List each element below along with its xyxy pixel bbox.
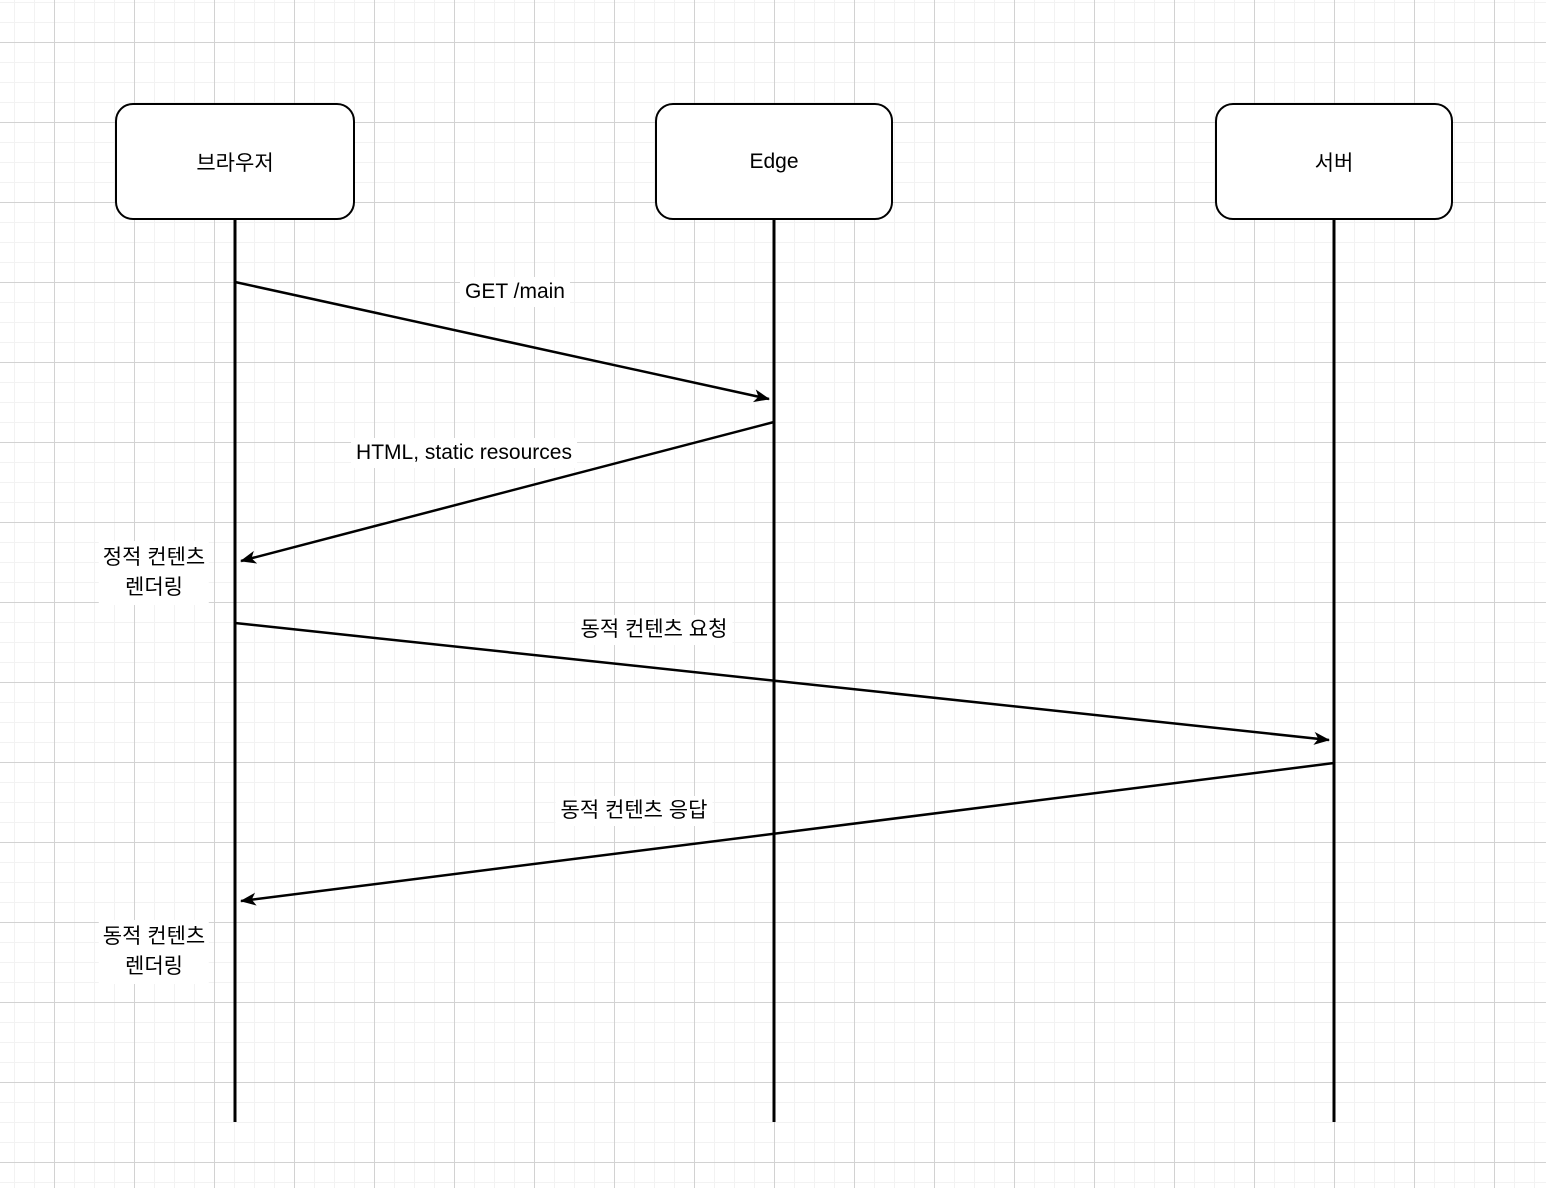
message-arrow-dynamic-response[interactable] [240, 761, 1335, 906]
message-label-get-main[interactable]: GET /main [460, 277, 570, 307]
actor-label-browser: 브라우저 [196, 151, 274, 175]
message-label-dynamic-request[interactable]: 동적 컨텐츠 요청 [575, 615, 733, 645]
message-label-html-static-resources[interactable]: HTML, static resources [351, 438, 577, 468]
actor-box-edge[interactable]: Edge [655, 103, 893, 220]
note-dynamic-content-rendering[interactable]: 동적 컨텐츠 렌더링 [98, 920, 210, 984]
note-line: 렌더링 [125, 576, 183, 599]
note-line: 동적 컨텐츠 [102, 925, 206, 948]
note-static-content-rendering[interactable]: 정적 컨텐츠 렌더링 [98, 541, 210, 605]
message-arrow-dynamic-request[interactable] [234, 621, 1330, 745]
note-line: 정적 컨텐츠 [102, 546, 206, 569]
actor-box-browser[interactable]: 브라우저 [115, 103, 355, 220]
message-arrow-get-main[interactable] [234, 280, 770, 403]
actor-label-server: 서버 [1314, 151, 1354, 175]
message-label-dynamic-response[interactable]: 동적 컨텐츠 응답 [555, 796, 713, 826]
note-line: 렌더링 [125, 955, 183, 978]
actor-label-edge: Edge [749, 149, 799, 173]
message-arrow-html-static-resources[interactable] [240, 420, 775, 564]
actor-box-server[interactable]: 서버 [1215, 103, 1453, 220]
